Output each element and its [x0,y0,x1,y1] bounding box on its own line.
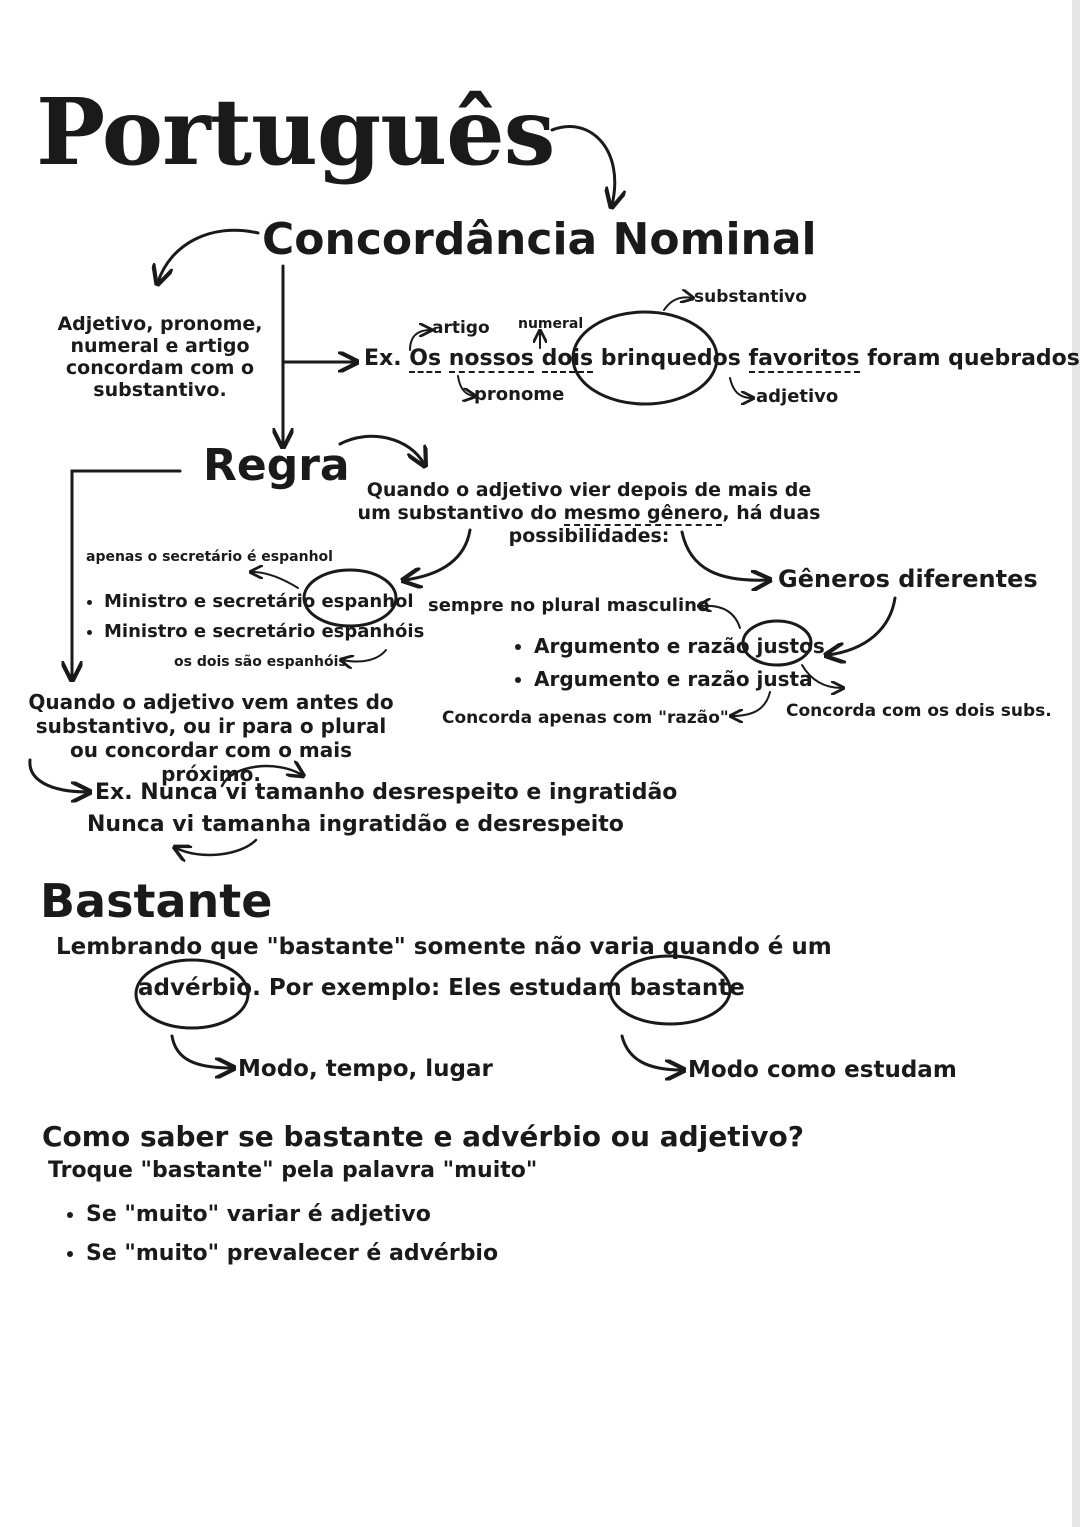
tag-pronome: pronome [474,384,565,405]
bastante-line-2-mid: . Por exemplo: Eles estudam [252,975,622,1001]
arrow-adverbio-note [170,1034,232,1068]
regra-antes: Quando o adjetivo vem antes do substanti… [28,690,394,786]
arrow-apenas-secretario [252,572,299,589]
como-saber-instruction: Troque "bastante" pela palavra "muito" [48,1158,538,1183]
word-dois: dois [541,346,594,373]
word-os: Os [409,346,442,373]
concordancia-example: Ex. Os nossos dois brinquedos favoritos … [364,346,1080,373]
arrow-substantivo [663,297,692,311]
regra-desc-d: , há duas [722,502,821,524]
regra-desc-e: possibilidades: [508,525,670,547]
section-heading-concordancia: Concordância Nominal [262,214,817,265]
arrow-regra-right [338,434,424,464]
list-item: Argumento e razão justos [534,630,825,663]
como-saber-list: Se "muito" variar é adjetivo Se "muito" … [64,1195,498,1273]
arrow-title-to-concordancia [550,125,615,205]
arrow-adjetivo [729,377,752,398]
word-bastante: bastante [629,975,745,1001]
list-item: Argumento e razão justa [534,663,825,696]
antes-example-2: Nunca vi tamanha ingratidão e desrespeit… [87,812,624,837]
example-rest: foram quebrados. [867,346,1080,371]
section-heading-como-saber: Como saber se bastante e advérbio ou adj… [42,1120,804,1153]
page-title: Português [36,78,555,186]
note-concorda-razao: Concorda apenas com "razão" [442,708,729,728]
tag-numeral: numeral [518,316,584,332]
bastante-line-1: Lembrando que "bastante" somente não var… [56,934,832,960]
left-example-list: Ministro e secretário espanhol Ministro … [82,587,424,647]
arrow-concordancia-left [158,228,260,282]
word-adverbio: advérbio [138,975,253,1001]
arrow-generos-down [828,596,897,655]
arrow-os-dois [342,649,387,662]
arrow-bastante-note [620,1034,682,1070]
word-favoritos: favoritos [748,346,860,373]
note-os-dois: os dois são espanhóis [174,654,347,670]
list-item: Se "muito" prevalecer é advérbio [86,1234,498,1273]
section-heading-regra: Regra [203,440,350,491]
bastante-line-2: advérbio. Por exemplo: Eles estudam bast… [138,975,745,1001]
list-item: Ministro e secretário espanhóis [104,617,424,647]
generos-diferentes: Gêneros diferentes [778,565,1038,593]
example-prefix: Ex. [364,346,402,371]
section-heading-bastante: Bastante [40,874,273,928]
tag-artigo: artigo [432,318,490,338]
arrow-tamanha-swap [176,838,258,855]
tag-substantivo: substantivo [694,287,807,307]
word-brinquedos: brinquedos [600,346,741,371]
note-concorda-dois: Concorda com os dois subs. [786,701,1052,721]
antes-example-1: Ex. Nunca vi tamanho desrespeito e ingra… [95,780,678,805]
tag-adjetivo: adjetivo [756,386,839,407]
list-item: Se "muito" variar é adjetivo [86,1195,498,1234]
note-modo-como-estudam: Modo como estudam [688,1057,957,1083]
regra-desc-a: Quando o adjetivo vier depois de mais de [366,479,812,501]
word-nossos: nossos [448,346,534,373]
note-apenas-secretario: apenas o secretário é espanhol [86,549,333,565]
note-plural-masculino: sempre no plural masculino [428,595,710,616]
regra-desc-mesmo-genero: mesmo gênero [563,502,723,526]
right-example-list: Argumento e razão justos Argumento e raz… [512,630,825,696]
note-modo-tempo-lugar: Modo, tempo, lugar [238,1056,493,1082]
regra-description: Quando o adjetivo vier depois de mais de… [354,479,824,548]
list-item: Ministro e secretário espanhol [104,587,424,617]
page-edge [1072,0,1080,1527]
concordancia-definition: Adjetivo, pronome, numeral e artigo conc… [57,313,263,401]
regra-desc-b: um substantivo do [357,502,557,524]
arrow-pronome [457,375,474,396]
